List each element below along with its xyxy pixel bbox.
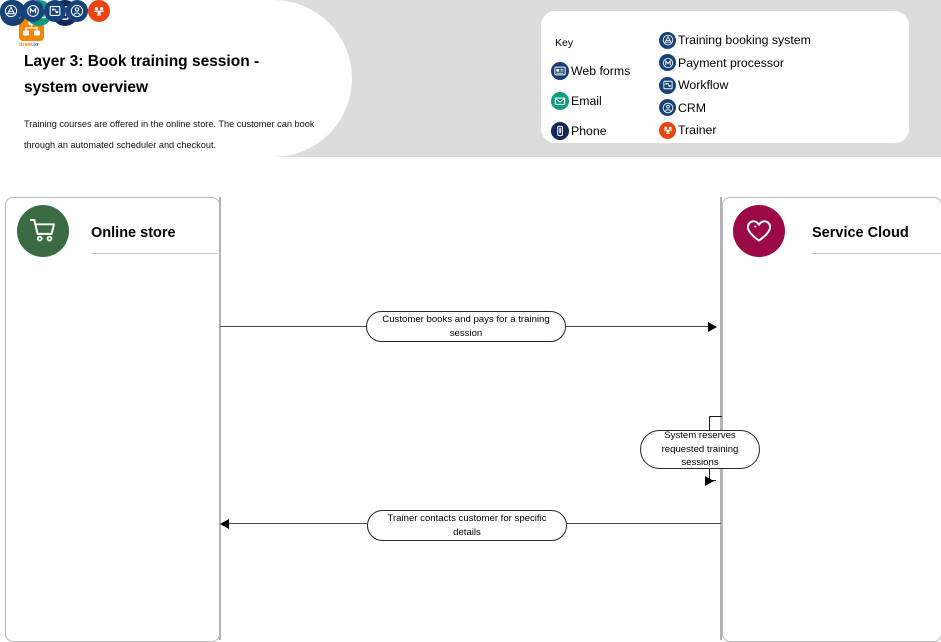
key-label-payment-processor: Payment processor <box>678 55 784 70</box>
workflow-icon <box>659 76 676 94</box>
drawio-wordmark: draw.io <box>19 42 45 48</box>
key-item-payment-processor: Payment processor <box>659 52 811 75</box>
message-line-1a <box>220 326 366 328</box>
key-label-crm: CRM <box>678 100 707 115</box>
logo-text-io: .io <box>31 42 39 48</box>
key-item-web-forms: Web forms <box>551 56 630 86</box>
lane-title-rule-right <box>812 253 941 254</box>
lane-footer-icons-service-cloud <box>0 0 110 22</box>
message-book-and-pay[interactable]: Customer books and pays for a training s… <box>366 311 566 342</box>
key-label-workflow: Workflow <box>678 78 729 93</box>
logo-text-draw: draw <box>19 42 32 48</box>
trainer-icon <box>659 121 676 139</box>
key-item-workflow: Workflow <box>659 74 811 97</box>
message-reserve-sessions[interactable]: System reserves requested training sessi… <box>640 430 760 469</box>
key-label-web-forms: Web forms <box>571 64 631 78</box>
message-trainer-contacts[interactable]: Trainer contacts customer for specific d… <box>367 510 567 541</box>
message-arrow-2 <box>705 475 714 486</box>
key-item-training-booking-system: Training booking system <box>659 29 811 52</box>
message-line-3a <box>229 523 367 525</box>
key-label-training-booking-system: Training booking system <box>678 33 811 48</box>
message-line-3b <box>567 523 721 525</box>
key-label-email: Email <box>571 94 602 108</box>
workflow-icon <box>44 0 66 22</box>
phone-icon <box>551 122 569 140</box>
key-item-phone: Phone <box>551 116 630 146</box>
key-item-email: Email <box>551 86 630 116</box>
shopping-cart-icon <box>17 205 69 257</box>
message-line-1b <box>566 326 711 328</box>
payment-processor-icon <box>659 54 676 72</box>
lifeline-online-store <box>219 197 221 640</box>
trainer-icon <box>88 0 110 22</box>
crm-icon <box>659 99 676 117</box>
key-column-channels: Web forms Email Phone <box>551 56 630 146</box>
payment-processor-icon <box>22 0 44 22</box>
lane-online-store <box>5 197 220 642</box>
training-booking-system-icon <box>0 0 22 22</box>
selfloop-down-return <box>709 469 711 481</box>
page-title: Layer 3: Book training session - system … <box>24 53 260 96</box>
page-description: Training courses are offered in the onli… <box>24 119 315 150</box>
key-item-crm: CRM <box>659 97 811 120</box>
lane-title-rule-left <box>91 253 218 254</box>
web-forms-icon <box>551 62 569 80</box>
selfloop-top <box>709 416 722 418</box>
key-title: Key <box>555 37 574 49</box>
crm-icon <box>66 0 88 22</box>
lane-title-online-store: Online store <box>91 225 176 241</box>
lane-service-cloud <box>722 197 941 642</box>
email-icon <box>551 92 569 110</box>
key-column-systems: Training booking system Payment processo… <box>659 29 811 142</box>
key-legend: Key Web forms <box>541 11 909 143</box>
key-item-trainer: Trainer <box>659 119 811 142</box>
training-booking-system-icon <box>659 31 676 49</box>
heart-icon <box>733 205 785 257</box>
message-arrow-3 <box>220 518 229 529</box>
message-arrow-1 <box>708 321 717 332</box>
selfloop-down-left <box>709 416 711 430</box>
title-card: draw.io Layer 3: Book training session -… <box>0 0 352 157</box>
key-label-trainer: Trainer <box>678 123 717 138</box>
lane-title-service-cloud: Service Cloud <box>812 225 909 241</box>
lifeline-service-cloud <box>720 197 722 640</box>
key-label-phone: Phone <box>571 124 607 138</box>
